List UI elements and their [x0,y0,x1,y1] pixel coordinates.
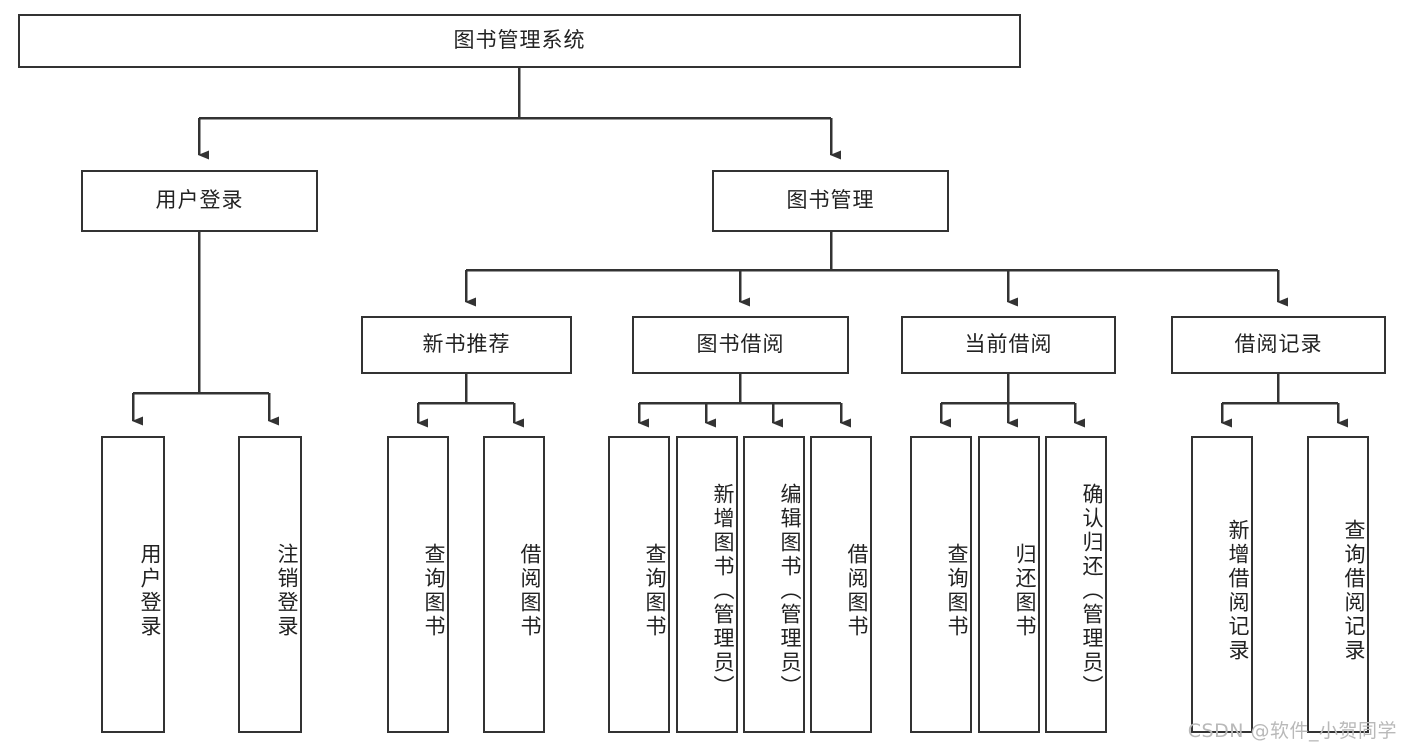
node-leaf-user-login[interactable]: 用户登录 [101,436,165,733]
node-book-manage[interactable]: 图书管理 [712,170,949,232]
node-leaf-user-login-label: 用户登录 [138,542,162,639]
node-leaf-borrow-book-2[interactable]: 借阅图书 [810,436,872,733]
node-leaf-query-borrow-record[interactable]: 查询借阅记录 [1307,436,1369,733]
node-new-book-recommend[interactable]: 新书推荐 [361,316,572,374]
node-book-manage-label: 图书管理 [786,188,875,213]
node-leaf-query-borrow-record-label: 查询借阅记录 [1342,518,1366,663]
node-borrow-record[interactable]: 借阅记录 [1171,316,1386,374]
node-leaf-query-book-3[interactable]: 查询图书 [910,436,972,733]
node-leaf-query-book-1[interactable]: 查询图书 [387,436,449,733]
node-leaf-borrow-book-2-label: 借阅图书 [845,542,869,639]
node-leaf-borrow-book-1-label: 借阅图书 [518,542,542,639]
node-current-borrow-label: 当前借阅 [964,332,1053,357]
node-leaf-add-book[interactable]: 新增图书（管理员） [676,436,738,733]
node-leaf-return-book[interactable]: 归还图书 [978,436,1040,733]
node-leaf-confirm-return-label: 确认归还（管理员） [1080,482,1104,699]
node-leaf-edit-book[interactable]: 编辑图书（管理员） [743,436,805,733]
node-leaf-borrow-book-1[interactable]: 借阅图书 [483,436,545,733]
node-leaf-query-book-2-label: 查询图书 [643,542,667,639]
node-leaf-query-book-3-label: 查询图书 [945,542,969,639]
node-user-login[interactable]: 用户登录 [81,170,318,232]
node-leaf-confirm-return[interactable]: 确认归还（管理员） [1045,436,1107,733]
node-leaf-return-book-label: 归还图书 [1013,542,1037,639]
node-borrow-record-label: 借阅记录 [1234,332,1323,357]
node-root-label: 图书管理系统 [453,28,586,53]
node-leaf-add-borrow-record-label: 新增借阅记录 [1226,518,1250,663]
node-root[interactable]: 图书管理系统 [18,14,1021,68]
node-current-borrow[interactable]: 当前借阅 [901,316,1116,374]
node-book-borrow-label: 图书借阅 [696,332,785,357]
node-leaf-query-book-2[interactable]: 查询图书 [608,436,670,733]
node-leaf-query-book-1-label: 查询图书 [422,542,446,639]
node-new-book-recommend-label: 新书推荐 [422,332,511,357]
node-leaf-add-book-label: 新增图书（管理员） [711,482,735,699]
node-book-borrow[interactable]: 图书借阅 [632,316,849,374]
node-leaf-add-borrow-record[interactable]: 新增借阅记录 [1191,436,1253,733]
node-leaf-logout-login-label: 注销登录 [275,542,299,639]
node-leaf-edit-book-label: 编辑图书（管理员） [778,482,802,699]
node-user-login-label: 用户登录 [155,188,244,213]
node-leaf-logout-login[interactable]: 注销登录 [238,436,302,733]
